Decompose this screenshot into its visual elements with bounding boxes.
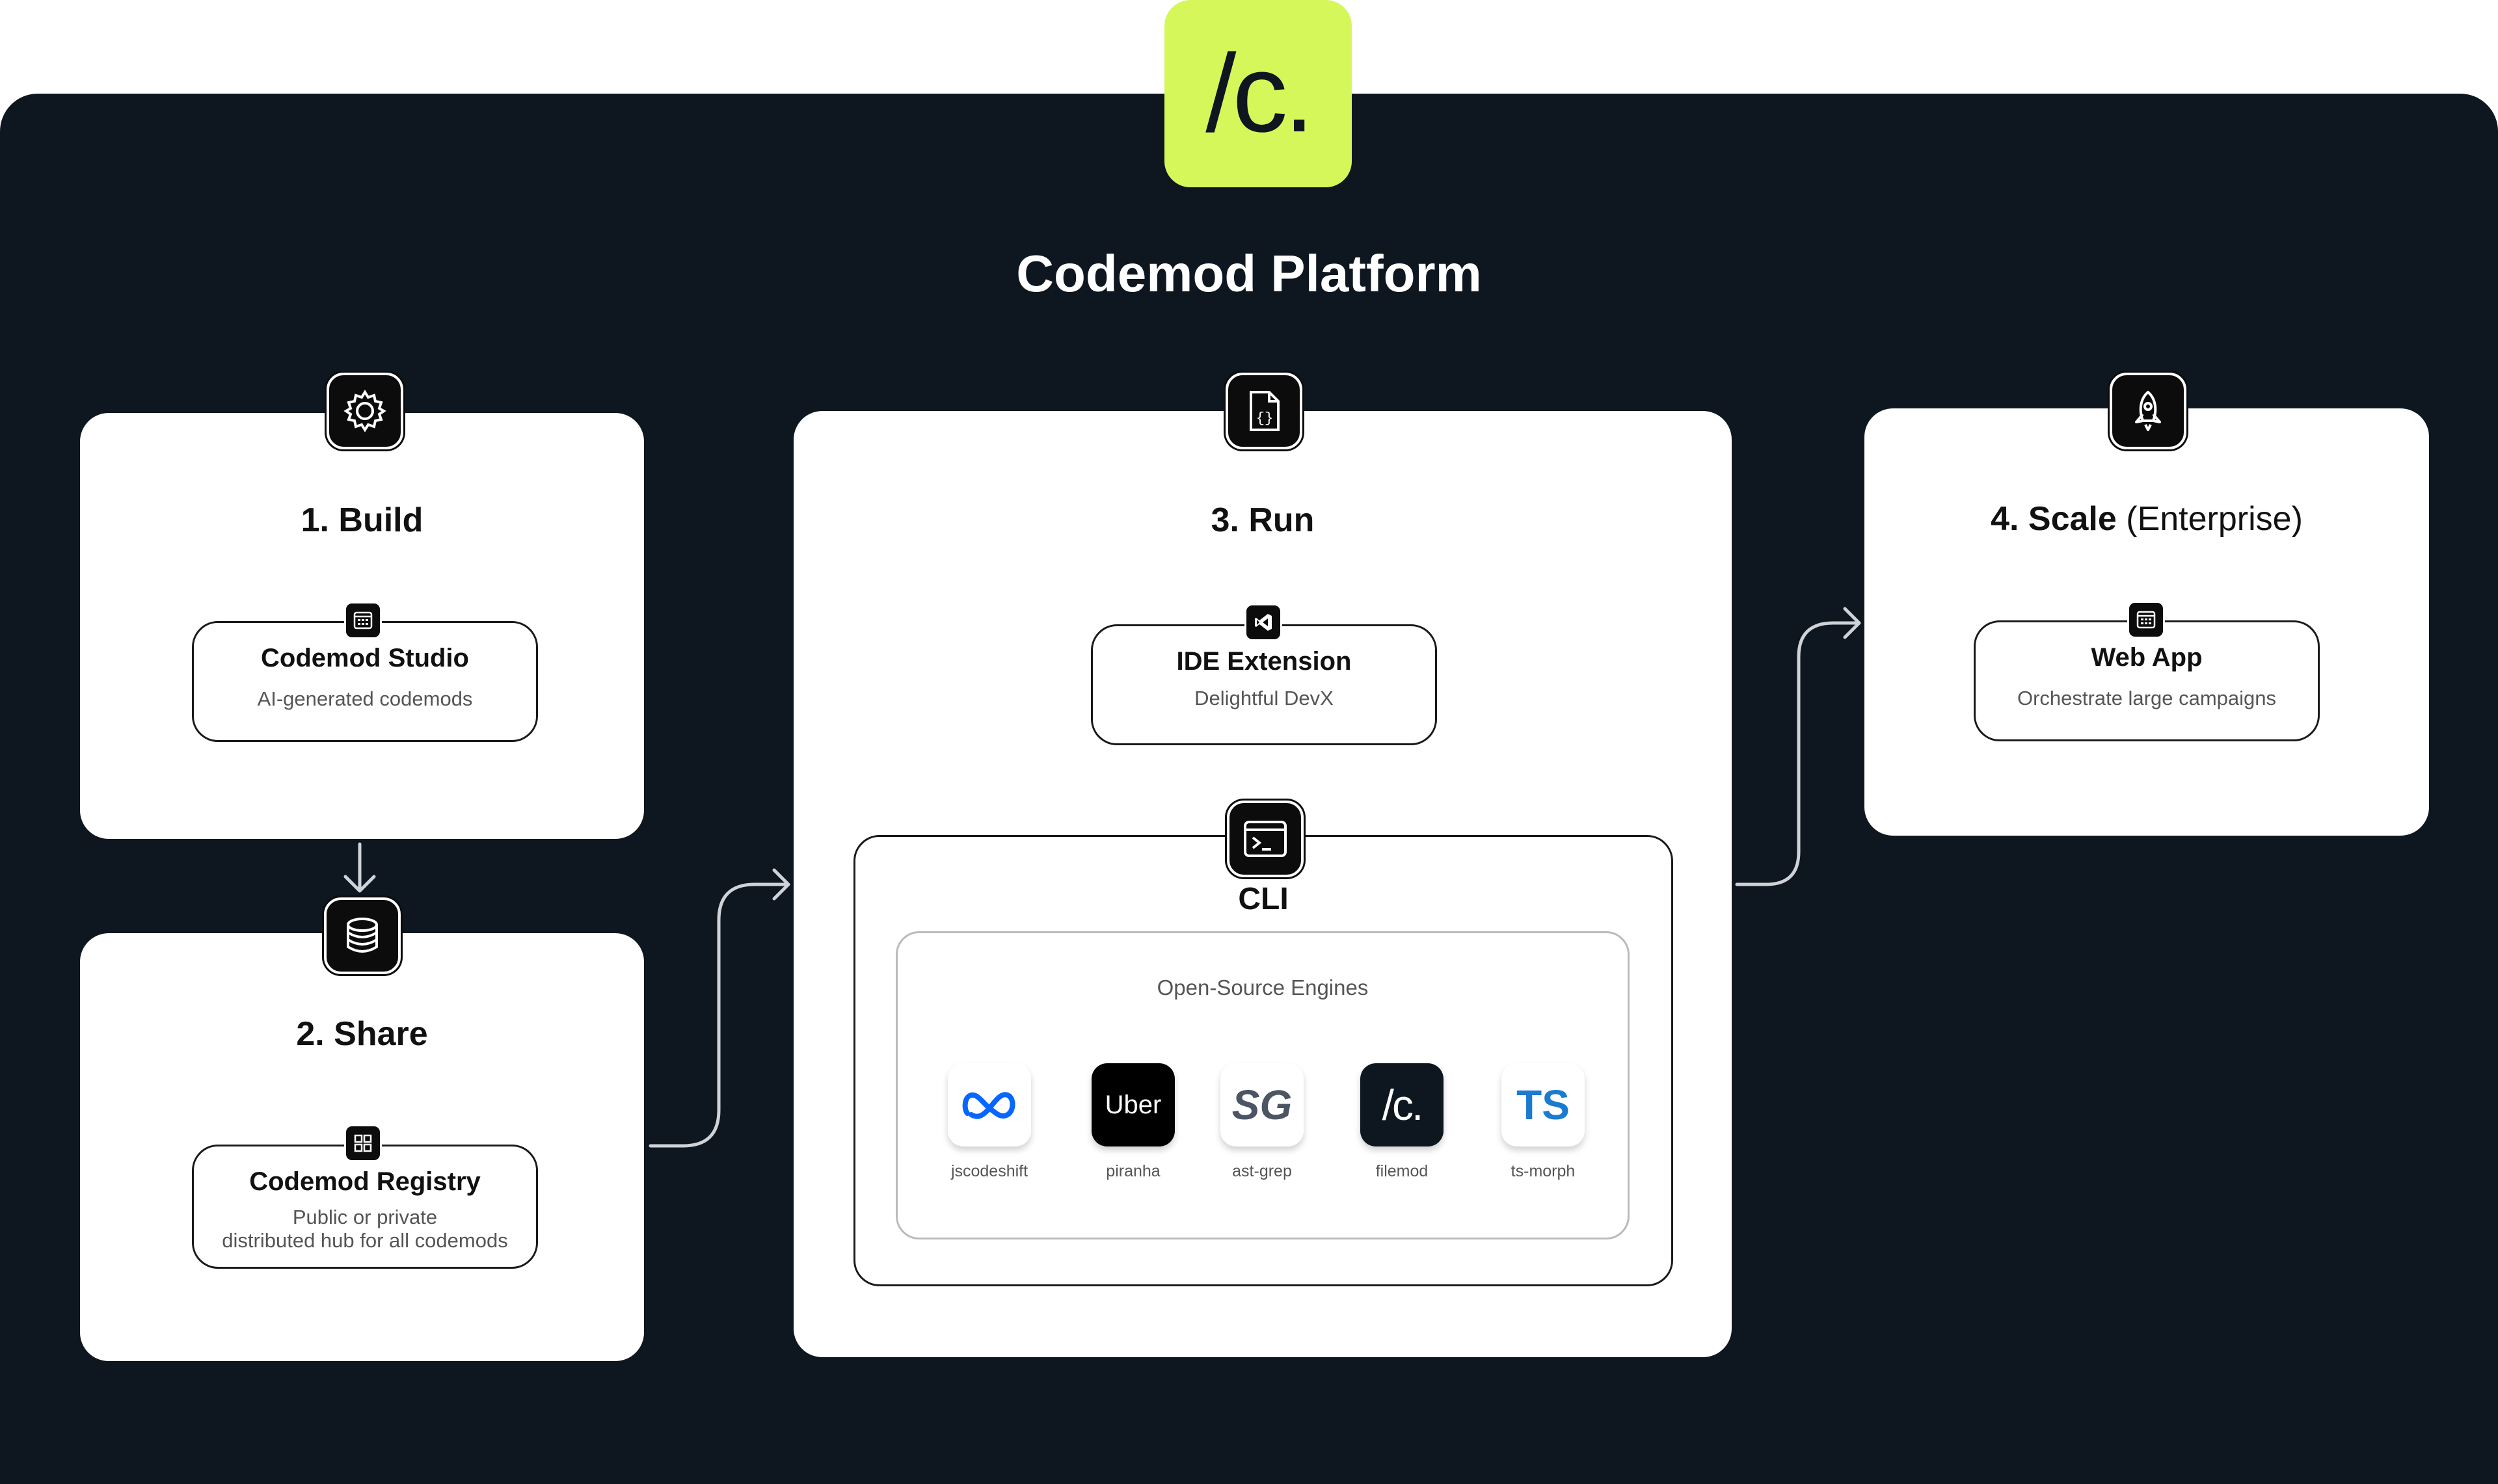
typescript-icon[interactable]: TS <box>1501 1063 1585 1146</box>
engine-label-filemod: filemod <box>1375 1162 1429 1180</box>
codemod-studio-label: Codemod Studio <box>261 644 469 672</box>
arrow-share-to-run <box>649 868 790 1148</box>
build-title: 1. Build <box>301 501 423 539</box>
web-app-box[interactable]: Web App Orchestrate large campaigns <box>1974 620 2320 741</box>
cli-label: CLI <box>1238 882 1289 916</box>
codemod-registry-desc-line2: distributed hub for all codemods <box>222 1229 508 1252</box>
rocket-icon <box>2110 373 2186 449</box>
cli-box[interactable]: CLI Open-Source Engines jscodeshift Uber… <box>853 835 1673 1286</box>
share-title: 2. Share <box>296 1015 428 1053</box>
svg-text:{}: {} <box>1256 410 1273 427</box>
ide-extension-desc: Delightful DevX <box>1194 687 1334 709</box>
ide-extension-box[interactable]: IDE Extension Delightful DevX <box>1091 624 1437 745</box>
uber-icon[interactable]: Uber <box>1092 1063 1175 1146</box>
scale-card: 4. Scale (Enterprise) Web App Orchestrat… <box>1864 408 2429 836</box>
codemod-registry-label: Codemod Registry <box>249 1167 481 1196</box>
arrow-run-to-scale <box>1735 607 1861 886</box>
ide-extension-label: IDE Extension <box>1176 647 1352 676</box>
build-card: 1. Build Codemod Studio AI-generated cod… <box>80 413 644 839</box>
codemod-studio-desc: AI-generated codemods <box>257 687 473 710</box>
engine-label-ast-grep: ast-grep <box>1232 1162 1292 1180</box>
scale-title-light: (Enterprise) <box>2126 500 2303 538</box>
codemod-registry-box[interactable]: Codemod Registry Public or private distr… <box>192 1145 538 1269</box>
gear-icon <box>327 373 403 449</box>
run-card: 3. Run IDE Extension Delightful DevX CLI… <box>794 411 1732 1357</box>
terminal-icon <box>1227 801 1304 877</box>
ast-grep-icon[interactable]: SG <box>1220 1063 1304 1146</box>
app-window-icon <box>2127 601 2165 639</box>
database-icon <box>324 897 401 974</box>
codemod-logo: /c. <box>1164 0 1352 187</box>
engines-box: Open-Source Engines jscodeshift Uber pir… <box>896 931 1630 1239</box>
page-title: Codemod Platform <box>1016 245 1482 302</box>
arrow-build-to-share <box>343 842 376 893</box>
grid-icon <box>344 1124 382 1162</box>
scale-title-bold: 4. Scale <box>1991 500 2117 538</box>
web-app-desc: Orchestrate large campaigns <box>2017 687 2277 709</box>
app-window-icon <box>344 602 382 639</box>
engine-label-piranha: piranha <box>1106 1162 1161 1180</box>
codemod-registry-desc-line1: Public or private <box>292 1206 438 1228</box>
code-file-icon: {} <box>1226 373 1302 449</box>
codemod-icon[interactable]: /c. <box>1360 1063 1444 1146</box>
engines-title: Open-Source Engines <box>1157 975 1369 1000</box>
run-title: 3. Run <box>1211 501 1315 539</box>
scale-title: 4. Scale (Enterprise) <box>1864 499 2429 538</box>
web-app-label: Web App <box>2091 643 2203 672</box>
codemod-studio-box[interactable]: Codemod Studio AI-generated codemods <box>192 621 538 742</box>
meta-icon[interactable] <box>948 1063 1031 1146</box>
share-card: 2. Share Codemod Registry Public or priv… <box>80 933 644 1361</box>
vscode-icon <box>1244 603 1282 641</box>
engine-label-ts-morph: ts-morph <box>1511 1162 1576 1180</box>
engine-label-jscodeshift: jscodeshift <box>950 1162 1028 1180</box>
